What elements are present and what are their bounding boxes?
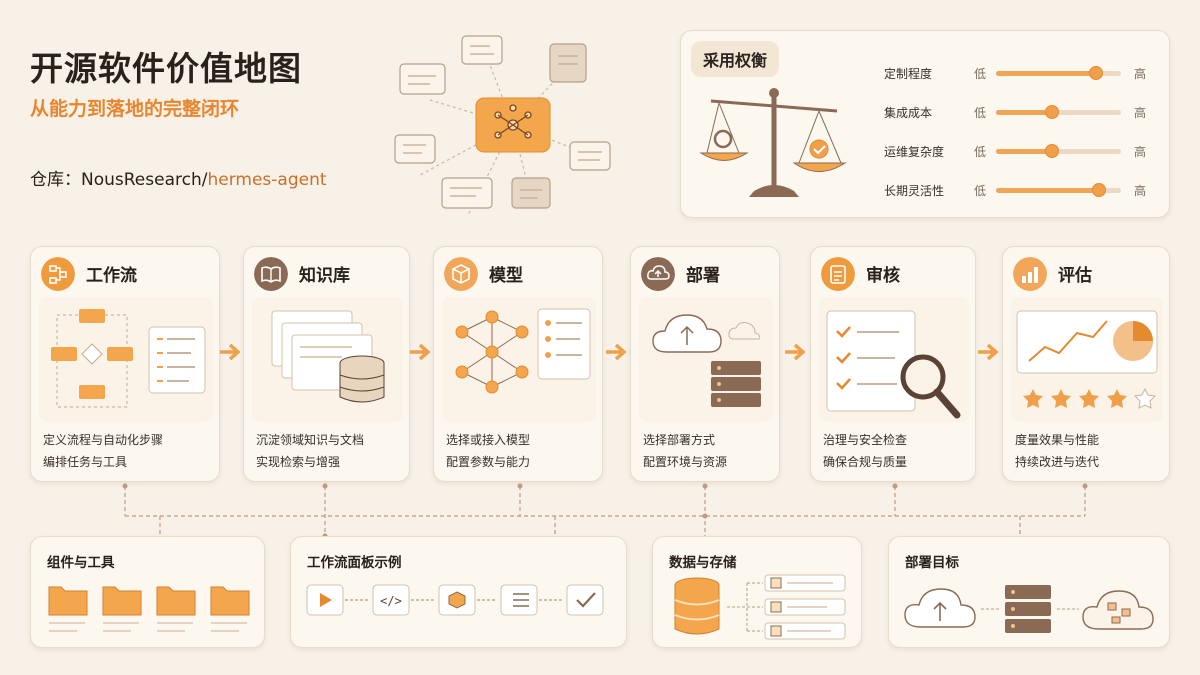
deploy-target-card: 部署目标 <box>888 536 1170 648</box>
rating-stars <box>1023 389 1127 408</box>
repo-name: hermes-agent <box>207 170 327 190</box>
slider-knob[interactable] <box>1045 144 1060 158</box>
balance-scale-icon <box>699 88 847 197</box>
slider-low: 低 <box>974 67 987 81</box>
cloud-server-illustration <box>639 297 773 422</box>
repo-line: 仓库：NousResearch/hermes-agent <box>30 165 327 190</box>
slider-high: 高 <box>1134 67 1147 81</box>
data-storage-card: 数据与存储 <box>652 536 862 648</box>
slider-low: 低 <box>974 106 987 120</box>
stage-desc-2: 编排任务与工具 <box>43 455 128 469</box>
repo-owner: NousResearch/ <box>81 170 208 190</box>
arrow-right-icon <box>785 343 806 361</box>
workflow-panel-title: 工作流面板示例 <box>307 555 402 571</box>
cloud-network-icon <box>1082 590 1154 630</box>
slider-track <box>996 105 1121 119</box>
deploy-target-illustration <box>904 585 1154 633</box>
tradeoff-title: 采用权衡 <box>691 41 780 77</box>
documents-database-illustration <box>252 297 403 422</box>
slider-low: 低 <box>974 184 987 198</box>
cube-icon <box>444 257 478 291</box>
stage-card-workflow[interactable]: 工作流 定义流程与自动化步骤 编排任务与工具 <box>30 246 220 482</box>
slider-high: 高 <box>1134 145 1147 159</box>
chart-rating-illustration <box>1011 297 1163 422</box>
server-icon <box>1005 585 1051 633</box>
play-icon <box>320 593 332 607</box>
workflow-panel-card: 工作流面板示例 </> <box>290 536 627 648</box>
slider-knob[interactable] <box>1091 183 1106 197</box>
folder-icon <box>48 586 250 632</box>
clipboard-check-icon <box>821 257 855 291</box>
stage-desc-1: 选择部署方式 <box>643 433 716 447</box>
page-subtitle: 从能力到落地的完整闭环 <box>30 98 240 120</box>
list-icon <box>513 593 529 607</box>
stage-desc-2: 实现检索与增强 <box>256 455 341 469</box>
checklist-magnifier-illustration <box>819 297 969 422</box>
arrow-right-icon <box>220 343 241 361</box>
book-icon <box>254 257 288 291</box>
stage-desc-2: 确保合规与质量 <box>823 455 908 469</box>
slider-label: 长期灵活性 <box>884 184 945 198</box>
cloud-upload-icon <box>641 257 675 291</box>
stage-card-model[interactable]: 模型 选择或接入模型 配置参数与能力 <box>433 246 603 482</box>
stage-desc-1: 治理与安全检查 <box>823 433 908 447</box>
data-storage-title: 数据与存储 <box>669 555 737 571</box>
stage-title: 模型 <box>489 266 523 286</box>
slider-track <box>996 144 1121 158</box>
stage-desc-2: 持续改进与迭代 <box>1015 455 1100 469</box>
stage-desc-1: 定义流程与自动化步骤 <box>43 433 164 447</box>
stage-desc-1: 选择或接入模型 <box>446 433 531 447</box>
slider-high: 高 <box>1134 184 1147 198</box>
slider-low: 低 <box>974 145 987 159</box>
slider-knob[interactable] <box>1089 66 1103 80</box>
components-title: 组件与工具 <box>47 555 115 571</box>
stage-card-deploy[interactable]: 部署 选择部署方式 配置环境与资源 <box>630 246 780 482</box>
components-card: 组件与工具 <box>30 536 265 648</box>
dashed-connectors <box>122 483 1088 538</box>
workflow-icon <box>41 257 75 291</box>
arrow-right-icon <box>606 343 627 361</box>
slider-track <box>996 66 1121 80</box>
bar-chart-icon <box>1013 257 1047 291</box>
slider-label: 集成成本 <box>884 106 933 120</box>
deploy-target-title: 部署目标 <box>905 555 959 571</box>
cube-icon <box>448 591 466 609</box>
stage-desc-1: 沉淀领域知识与文档 <box>256 433 365 447</box>
tradeoff-card: 采用权衡 定制程度 低 高 集成成本 低 高 运维复杂度 低 高 长期灵活性 低… <box>680 30 1170 218</box>
flowchart-illustration <box>39 297 213 422</box>
stage-title: 评估 <box>1058 266 1092 286</box>
page-title: 开源软件价值地图 <box>30 49 302 88</box>
code-icon: </> <box>380 594 402 608</box>
stage-title: 部署 <box>686 266 720 286</box>
slider-fill <box>996 71 1096 76</box>
hub-network-illustration <box>394 35 611 216</box>
slider-label: 运维复杂度 <box>884 145 945 159</box>
slider-high: 高 <box>1134 106 1147 120</box>
stage-card-evaluate[interactable]: 评估 度量效果与性能 持续改进与迭代 <box>1002 246 1170 482</box>
neural-network-illustration <box>442 297 596 422</box>
repo-label: 仓库： <box>30 170 81 190</box>
stage-desc-1: 度量效果与性能 <box>1015 433 1100 447</box>
arrow-right-icon <box>978 343 999 361</box>
pipeline-steps: </> <box>306 584 604 616</box>
database-icon <box>674 574 846 640</box>
stage-title: 审核 <box>866 266 900 286</box>
check-icon <box>576 592 596 608</box>
slider-track <box>996 183 1121 197</box>
arrow-right-icon <box>410 343 431 361</box>
stage-desc-2: 配置参数与能力 <box>446 455 531 469</box>
stage-card-review[interactable]: 审核 治理与安全检查 确保合规与质量 <box>810 246 976 482</box>
stage-desc-2: 配置环境与资源 <box>643 455 728 469</box>
stage-card-knowledge[interactable]: 知识库 沉淀领域知识与文档 实现检索与增强 <box>243 246 410 482</box>
stage-title: 知识库 <box>299 266 350 286</box>
slider-fill <box>996 149 1053 154</box>
slider-fill <box>996 188 1099 193</box>
stage-title: 工作流 <box>86 266 137 286</box>
slider-label: 定制程度 <box>884 67 933 81</box>
slider-fill <box>996 110 1053 115</box>
slider-knob[interactable] <box>1045 105 1060 119</box>
